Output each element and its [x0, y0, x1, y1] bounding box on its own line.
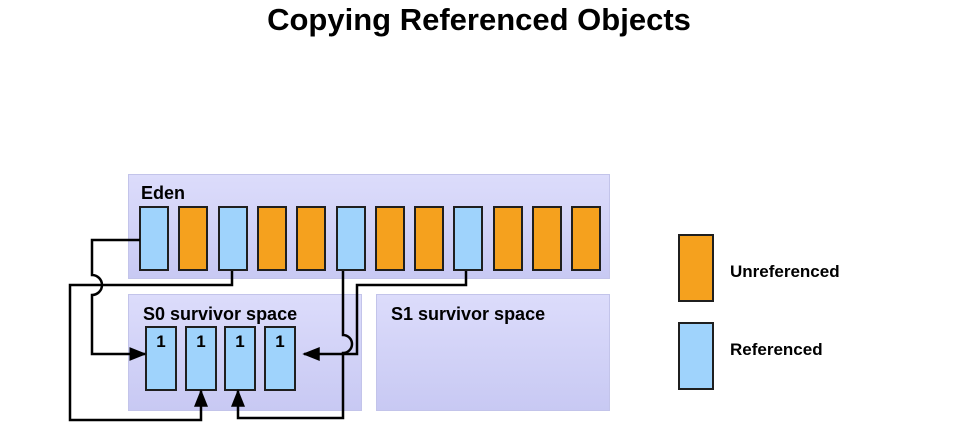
legend-unreferenced-swatch [678, 234, 714, 302]
eden-object-unreferenced [571, 206, 601, 271]
arrow-eden6-to-s0-3 [231, 271, 354, 420]
s0-object-age: 1 [196, 332, 206, 351]
eden-object-referenced [218, 206, 248, 271]
legend-referenced-swatch [678, 322, 714, 390]
s1-region: S1 survivor space [376, 294, 610, 411]
s0-object-age: 1 [156, 332, 166, 351]
s0-object: 1 [264, 326, 296, 391]
legend-unreferenced-label: Unreferenced [730, 262, 840, 281]
s1-label: S1 survivor space [391, 304, 546, 324]
s0-label: S0 survivor space [143, 304, 298, 324]
legend-referenced-label: Referenced [730, 340, 823, 359]
eden-object-unreferenced [178, 206, 208, 271]
eden-object-unreferenced [493, 206, 523, 271]
arrow-eden3-to-s0-2 [68, 271, 234, 422]
arrow-eden1-to-s0-1 [90, 238, 147, 361]
eden-object-referenced [139, 206, 169, 271]
eden-object-unreferenced [257, 206, 287, 271]
eden-object-unreferenced [296, 206, 326, 271]
s0-object: 1 [185, 326, 217, 391]
s0-object: 1 [224, 326, 256, 391]
diagram-title: Copying Referenced Objects [267, 2, 691, 37]
s0-object-age: 1 [235, 332, 245, 351]
arrow-eden9-to-s0-4 [302, 271, 468, 361]
eden-object-unreferenced [532, 206, 562, 271]
eden-object-referenced [336, 206, 366, 271]
eden-object-referenced [453, 206, 483, 271]
s0-object-age: 1 [275, 332, 285, 351]
eden-object-unreferenced [414, 206, 444, 271]
eden-region: Eden [128, 174, 610, 279]
eden-object-unreferenced [375, 206, 405, 271]
eden-label: Eden [141, 183, 186, 203]
